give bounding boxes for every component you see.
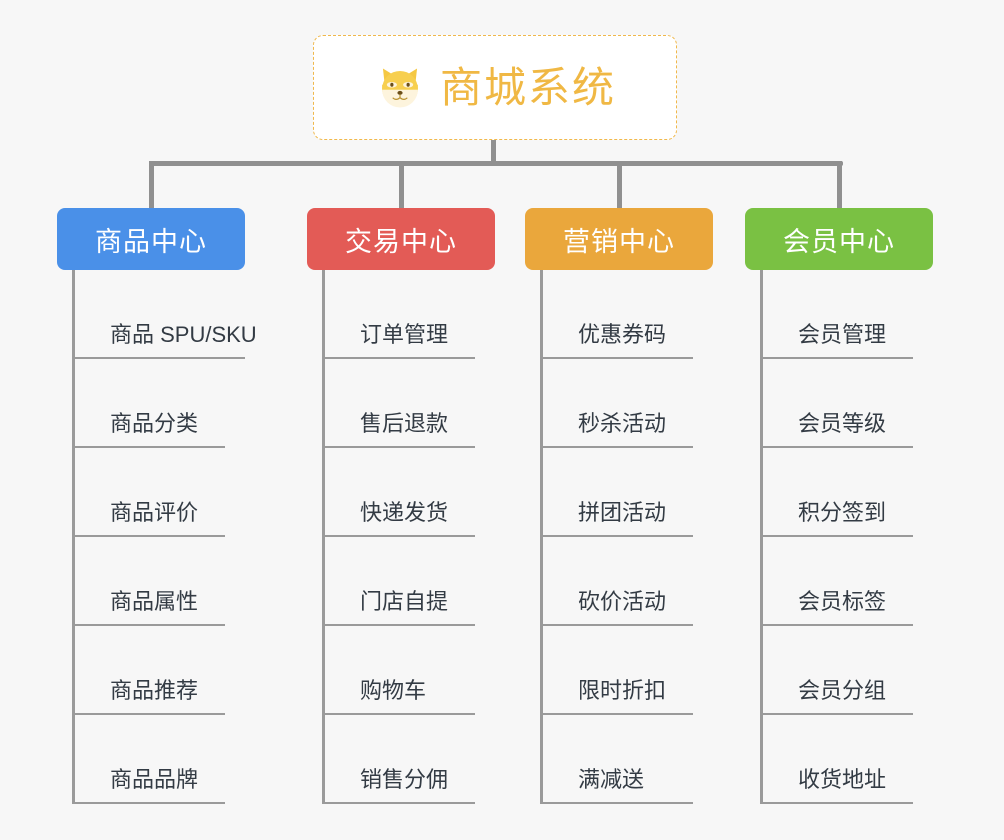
root-title: 商城系统 [439, 63, 616, 111]
branch-header-member-center[interactable]: 会员中心 [745, 208, 933, 270]
list-item[interactable]: 砍价活动 [543, 537, 713, 626]
branch-items-product-center: 商品 SPU/SKU 商品分类 商品评价 商品属性 商品推荐 商品品牌 [72, 270, 257, 804]
branch-column-member-center: 会员中心 会员管理 会员等级 积分签到 会员标签 会员分组 收货地址 [745, 208, 933, 804]
list-item[interactable]: 订单管理 [325, 270, 495, 359]
connector-root-stem [491, 140, 496, 166]
list-item[interactable]: 积分签到 [763, 448, 933, 537]
list-item[interactable]: 会员管理 [763, 270, 933, 359]
list-item-label: 快递发货 [325, 495, 475, 537]
list-item[interactable]: 会员分组 [763, 626, 933, 715]
list-item[interactable]: 销售分佣 [325, 715, 495, 804]
list-item-label: 满减送 [543, 762, 693, 804]
list-item-label: 会员管理 [763, 317, 913, 359]
branch-header-product-center[interactable]: 商品中心 [57, 208, 245, 270]
branch-column-trade-center: 交易中心 订单管理 售后退款 快递发货 门店自提 购物车 销售分佣 [307, 208, 495, 804]
list-item[interactable]: 门店自提 [325, 537, 495, 626]
list-item-label: 门店自提 [325, 584, 475, 626]
list-item-label: 会员分组 [763, 673, 913, 715]
branch-header-trade-center[interactable]: 交易中心 [307, 208, 495, 270]
connector-drop-1 [399, 161, 404, 208]
list-item-label: 订单管理 [325, 317, 475, 359]
list-item[interactable]: 收货地址 [763, 715, 933, 804]
list-item[interactable]: 商品分类 [75, 359, 245, 448]
list-item-label: 收货地址 [763, 762, 913, 804]
list-item-label: 限时折扣 [543, 673, 693, 715]
list-item[interactable]: 商品品牌 [75, 715, 245, 804]
connector-drop-0 [149, 161, 154, 208]
connector-bus-bar [149, 161, 843, 166]
list-item[interactable]: 会员标签 [763, 537, 933, 626]
connector-drop-3 [837, 161, 842, 208]
list-item-label: 商品推荐 [75, 673, 225, 715]
list-item-label: 售后退款 [325, 406, 475, 448]
list-item-label: 秒杀活动 [543, 406, 693, 448]
list-item[interactable]: 购物车 [325, 626, 495, 715]
branch-items-marketing-center: 优惠券码 秒杀活动 拼团活动 砍价活动 限时折扣 满减送 [540, 270, 713, 804]
list-item-label: 商品评价 [75, 495, 225, 537]
list-item-label: 拼团活动 [543, 495, 693, 537]
list-item[interactable]: 拼团活动 [543, 448, 713, 537]
list-item[interactable]: 商品评价 [75, 448, 245, 537]
list-item-label: 销售分佣 [325, 762, 475, 804]
branch-column-marketing-center: 营销中心 优惠券码 秒杀活动 拼团活动 砍价活动 限时折扣 满减送 [525, 208, 713, 804]
branch-header-marketing-center[interactable]: 营销中心 [525, 208, 713, 270]
branch-items-trade-center: 订单管理 售后退款 快递发货 门店自提 购物车 销售分佣 [322, 270, 495, 804]
list-item-label: 商品品牌 [75, 762, 225, 804]
list-item[interactable]: 限时折扣 [543, 626, 713, 715]
list-item[interactable]: 商品推荐 [75, 626, 245, 715]
list-item[interactable]: 商品 SPU/SKU [75, 270, 257, 359]
list-item[interactable]: 满减送 [543, 715, 713, 804]
shiba-dog-face-icon [382, 68, 418, 107]
list-item[interactable]: 秒杀活动 [543, 359, 713, 448]
list-item-label: 会员标签 [763, 584, 913, 626]
list-item-label: 商品 SPU/SKU [75, 317, 257, 359]
list-item-label: 购物车 [325, 673, 475, 715]
list-item[interactable]: 快递发货 [325, 448, 495, 537]
list-item-label: 商品分类 [75, 406, 225, 448]
list-item[interactable]: 优惠券码 [543, 270, 713, 359]
list-item-label: 优惠券码 [543, 317, 693, 359]
list-item[interactable]: 售后退款 [325, 359, 495, 448]
list-item-label: 砍价活动 [543, 584, 693, 626]
list-item-label: 会员等级 [763, 406, 913, 448]
list-item-label: 积分签到 [763, 495, 913, 537]
connector-drop-2 [617, 161, 622, 208]
list-item[interactable]: 商品属性 [75, 537, 245, 626]
list-item-label: 商品属性 [75, 584, 225, 626]
root-node[interactable]: 商城系统 [313, 35, 677, 140]
branch-items-member-center: 会员管理 会员等级 积分签到 会员标签 会员分组 收货地址 [760, 270, 933, 804]
list-item[interactable]: 会员等级 [763, 359, 933, 448]
branch-column-product-center: 商品中心 商品 SPU/SKU 商品分类 商品评价 商品属性 商品推荐 商品品牌 [57, 208, 257, 804]
